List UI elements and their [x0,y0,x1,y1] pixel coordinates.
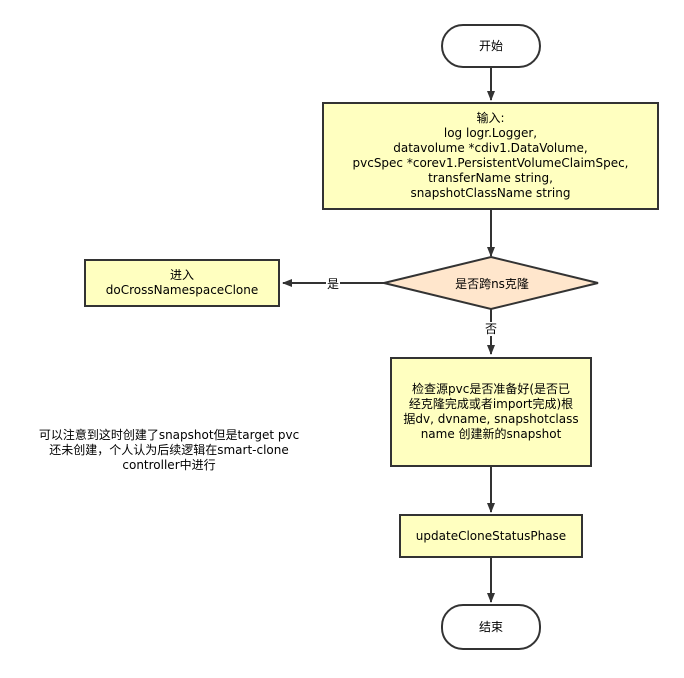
input-line: transferName string, [428,171,553,185]
annotation-note: 可以注意到这时创建了snapshot但是target pvc 还未创建，个人认为… [14,428,324,473]
edge-label-no: 否 [484,322,499,336]
input-line: snapshotClassName string [410,186,571,200]
note-line: controller中进行 [122,458,216,472]
check-source-line: 经克隆完成或者import完成)根 [408,397,574,411]
update-phase-node: updateCloneStatusPhase [399,514,583,558]
cross-namespace-lines: 进入 doCrossNamespaceClone [106,268,259,298]
check-source-lines: 检查源pvc是否准备好(是否已 经克隆完成或者import完成)根 据dv, d… [403,382,578,442]
input-line: 输入: [476,111,505,125]
cross-namespace-line: 进入 [169,268,194,282]
input-lines: 输入: log logr.Logger, datavolume *cdiv1.D… [353,111,629,201]
cross-namespace-line: doCrossNamespaceClone [105,283,259,297]
cross-namespace-node: 进入 doCrossNamespaceClone [84,259,280,307]
check-source-line: 检查源pvc是否准备好(是否已 [412,382,570,396]
note-line: 可以注意到这时创建了snapshot但是target pvc [38,428,300,442]
decision-diamond [383,255,599,311]
start-node: 开始 [441,24,541,68]
note-line: 还未创建，个人认为后续逻辑在smart-clone [49,443,289,457]
input-line: pvcSpec *corev1.PersistentVolumeClaimSpe… [352,156,629,170]
input-line: datavolume *cdiv1.DataVolume, [393,141,588,155]
end-node: 结束 [441,604,541,650]
check-source-node: 检查源pvc是否准备好(是否已 经克隆完成或者import完成)根 据dv, d… [390,357,592,467]
decision-label: 是否跨ns克隆 [455,276,529,291]
input-node: 输入: log logr.Logger, datavolume *cdiv1.D… [322,102,659,210]
edge-label-yes: 是 [326,277,341,291]
check-source-line: name 创建新的snapshot [420,427,562,441]
check-source-line: 据dv, dvname, snapshotclass [403,412,579,426]
input-line: log logr.Logger, [443,126,538,140]
